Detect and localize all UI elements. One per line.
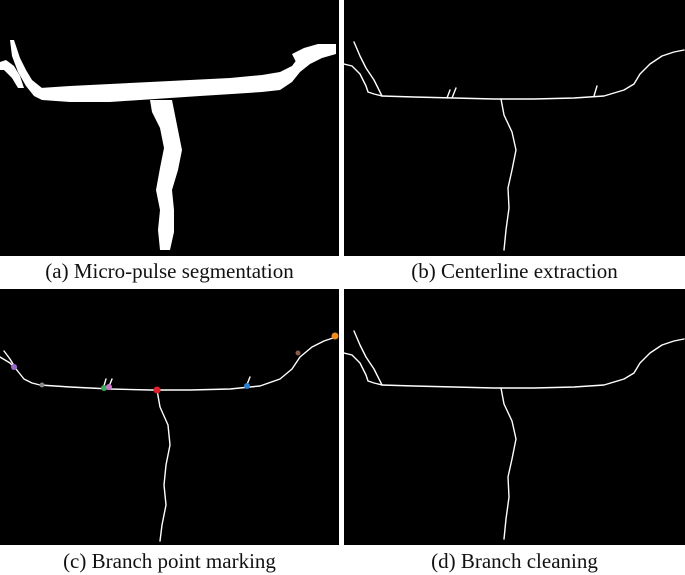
branch-point-marker [295,350,301,356]
centerline-image [344,0,685,256]
branch-point-marker [101,385,107,391]
centerline-skeleton [344,41,685,251]
centerline-left-edge [344,63,383,97]
branch-point-marker [39,382,45,388]
centerline-horizontal [381,338,685,389]
caption-b: (b) Centerline extraction [411,259,618,283]
caption-a: (a) Micro-pulse segmentation [45,259,294,283]
branch-point-marker [11,364,17,370]
segmentation-image [0,0,339,256]
centerline-spur-1 [446,89,451,99]
centerline-horizontal [381,49,685,100]
centerline-left-branch [353,41,383,97]
vertical-vessel-mask [150,100,182,250]
centerline-vertical [500,98,517,251]
centerline-spur-2 [451,87,457,99]
centerline-left-branch [353,330,383,386]
caption-d: (d) Branch cleaning [431,549,598,573]
left-branch-mask [10,40,42,100]
branch-point-marker [331,332,339,340]
branch-point-image [0,289,339,545]
caption-c: (c) Branch point marking [63,549,276,573]
branch-point-marker [244,383,250,389]
cleaned-skeleton [344,330,685,540]
centerline-left-branch [3,350,41,386]
centerline-horizontal [39,336,337,391]
left-edge-branch-mask [0,60,24,88]
branch-cleaning-image [344,289,685,545]
centerline-spur-3 [593,85,598,97]
centerline-vertical [156,389,171,542]
branch-point-overlay [0,332,339,542]
branch-point-marker [153,386,161,394]
right-arm-mask [292,44,336,62]
centerline-vertical [500,387,517,540]
branch-point-marker [106,384,112,390]
segmentation-mask [0,40,336,250]
horizontal-vessel-mask [40,46,336,102]
centerline-left-edge [344,352,383,386]
